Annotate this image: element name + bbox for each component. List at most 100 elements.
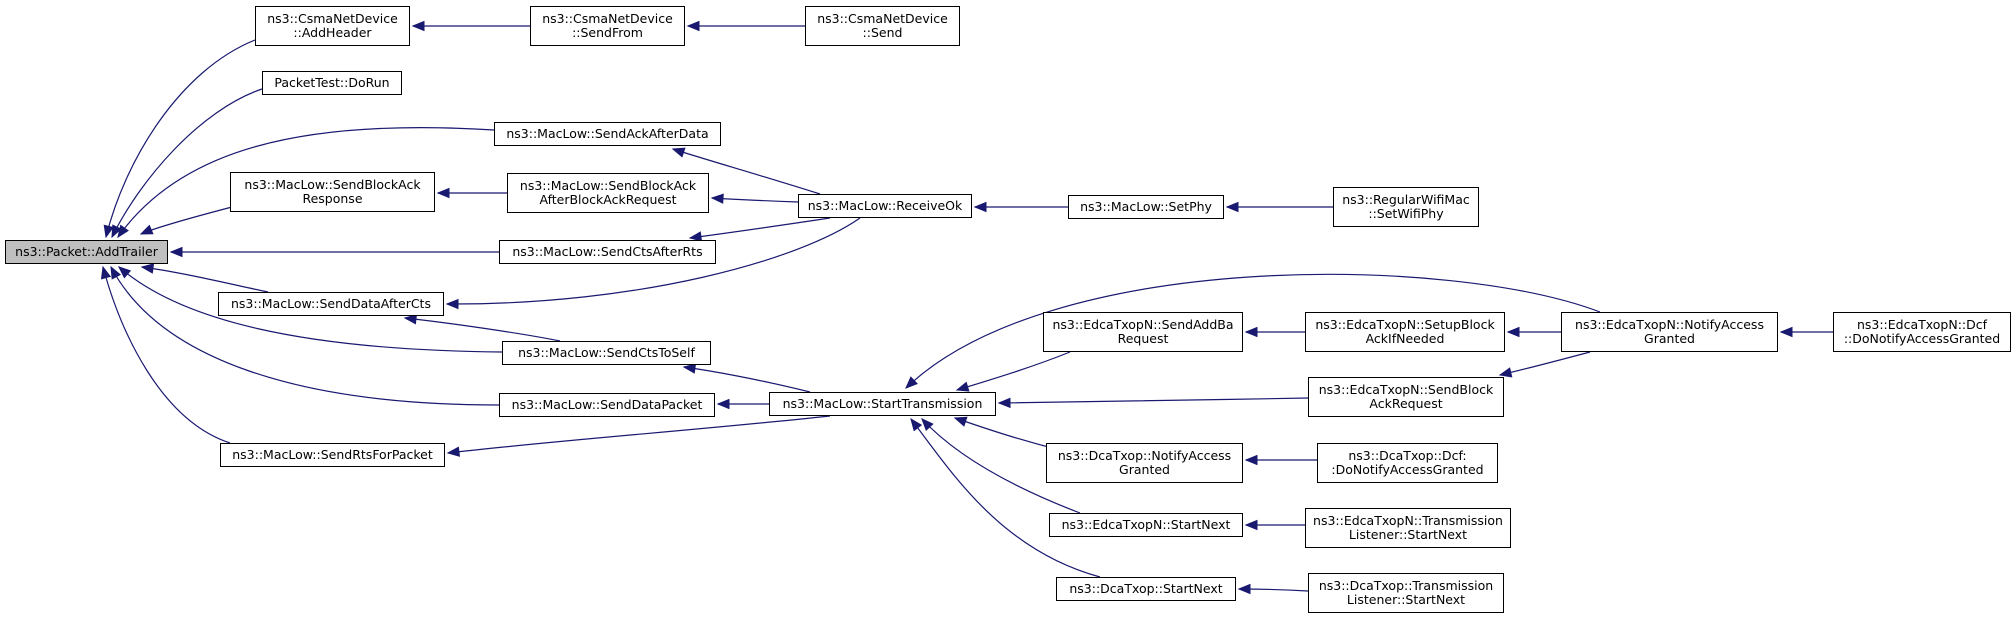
- node-sendctstoself[interactable]: ns3::MacLow::SendCtsToSelf: [502, 341, 711, 365]
- node-label-line: ns3::MacLow::SendBlockAck: [519, 178, 697, 193]
- edge-starttransmission-to-sendrtsforpacket: [446, 415, 831, 457]
- edge-arrowhead: [671, 147, 686, 158]
- node-label-line: ns3::MacLow::ReceiveOk: [807, 198, 963, 213]
- edge-arrowhead: [103, 224, 114, 239]
- node-csma-addheader[interactable]: ns3::CsmaNetDevice::AddHeader: [255, 6, 410, 46]
- edge-arrowhead: [411, 20, 425, 32]
- node-dca-dcf-donotifyaccessgranted[interactable]: ns3::DcaTxop::Dcf::DoNotifyAccessGranted: [1317, 443, 1498, 483]
- edge-edca-notifyaccessgranted-to-edca-sendblockackrequest: [1498, 351, 1591, 378]
- node-edca-dcf-donotifyaccessgranted[interactable]: ns3::EdcaTxopN::Dcf::DoNotifyAccessGrant…: [1833, 312, 2011, 352]
- node-label-line: Granted: [1119, 462, 1170, 477]
- node-csma-sendfrom[interactable]: ns3::CsmaNetDevice::SendFrom: [530, 6, 685, 46]
- edge-line: [1499, 351, 1591, 376]
- node-label-line: ns3::CsmaNetDevice: [817, 11, 948, 26]
- edge-arrowhead: [910, 417, 923, 432]
- edge-receiveok-to-sendctsafterrts: [688, 217, 831, 242]
- edge-arrowhead: [1244, 454, 1258, 466]
- edge-arrowhead: [905, 376, 918, 389]
- edge-line: [910, 418, 1101, 578]
- node-setphy[interactable]: ns3::MacLow::SetPhy: [1068, 195, 1224, 219]
- edge-arrowhead: [1237, 583, 1251, 595]
- edge-senddataaftercts-to-addtrailer: [140, 263, 269, 293]
- node-label-line: ns3::EdcaTxopN::SendBlock: [1318, 382, 1494, 397]
- node-label-line: ns3::RegularWifiMac: [1342, 192, 1470, 207]
- node-sendctsafterrts[interactable]: ns3::MacLow::SendCtsAfterRts: [499, 240, 716, 264]
- edge-setphy-to-receiveok: [973, 201, 1069, 213]
- node-edca-startnext[interactable]: ns3::EdcaTxopN::StartNext: [1049, 513, 1243, 537]
- edge-csma-send-to-csma-sendfrom: [686, 20, 805, 32]
- edge-arrowhead: [682, 363, 697, 374]
- edge-arrowhead: [688, 231, 703, 242]
- edge-arrowhead: [403, 314, 418, 325]
- node-sendrtsforpacket[interactable]: ns3::MacLow::SendRtsForPacket: [220, 443, 445, 467]
- node-csma-send[interactable]: ns3::CsmaNetDevice::Send: [805, 6, 960, 46]
- edge-line: [954, 417, 1061, 451]
- edge-line: [140, 206, 233, 235]
- edge-line: [404, 317, 561, 342]
- node-dca-startnext[interactable]: ns3::DcaTxop::StartNext: [1056, 577, 1236, 601]
- edge-line: [905, 273, 1601, 389]
- node-sendackafterdata[interactable]: ns3::MacLow::SendAckAfterData: [494, 122, 721, 146]
- node-label-line: ns3::MacLow::SendRtsForPacket: [232, 447, 433, 462]
- edge-edca-sendblockackrequest-to-starttransmission: [997, 397, 1309, 409]
- edge-dca-startnext-to-starttransmission: [910, 417, 1101, 578]
- edge-arrowhead: [1244, 326, 1258, 338]
- edge-arrowhead: [110, 265, 122, 280]
- node-label-line: ::AddHeader: [293, 25, 372, 40]
- edge-dca-dcf-donotifyaccessgranted-to-dca-notifyaccessgranted: [1244, 454, 1318, 466]
- node-label-line: ns3::MacLow::StartTransmission: [782, 396, 983, 411]
- edge-line: [998, 397, 1309, 404]
- node-label-line: PacketTest::DoRun: [274, 75, 390, 90]
- node-label-line: ns3::EdcaTxopN::Dcf: [1856, 317, 1988, 332]
- edge-line: [110, 266, 500, 406]
- edge-line: [102, 266, 231, 444]
- edge-line: [683, 366, 811, 393]
- node-label-line: ::SetWifiPhy: [1368, 206, 1444, 221]
- edge-edca-notifyaccessgranted-to-starttransmission: [905, 273, 1601, 389]
- edge-arrowhead: [710, 193, 724, 204]
- node-label-line: AfterBlockAckRequest: [539, 192, 677, 207]
- edge-arrowhead: [921, 418, 934, 431]
- node-label-line: ns3::MacLow::SendCtsAfterRts: [512, 244, 703, 259]
- edge-packettest-dorun-to-addtrailer: [111, 88, 263, 239]
- node-receiveok[interactable]: ns3::MacLow::ReceiveOk: [798, 194, 972, 218]
- node-senddatapacket[interactable]: ns3::MacLow::SendDataPacket: [499, 393, 715, 417]
- node-label-line: ns3::MacLow::SendAckAfterData: [506, 126, 709, 141]
- node-starttransmission[interactable]: ns3::MacLow::StartTransmission: [769, 392, 996, 416]
- node-label-line: ns3::EdcaTxopN::StartNext: [1061, 517, 1231, 532]
- edge-sendctstoself-to-senddataaftercts: [403, 314, 561, 342]
- edge-line: [117, 126, 495, 238]
- node-packettest-dorun[interactable]: PacketTest::DoRun: [262, 71, 402, 95]
- edge-dca-transmissionlistener-startnext-to-dca-startnext: [1237, 583, 1309, 595]
- edge-arrowhead: [686, 20, 700, 32]
- edge-sendctstoself-to-addtrailer: [118, 266, 503, 353]
- node-label-line: ::SendFrom: [572, 25, 643, 40]
- edge-arrowhead: [140, 263, 155, 274]
- edge-csma-sendfrom-to-csma-addheader: [411, 20, 530, 32]
- edge-sendblockackafterblockackrequest-to-sendblockackresponse: [436, 187, 507, 199]
- edge-edca-setupblockackifneeded-to-edca-sendaddbarequest: [1244, 326, 1305, 338]
- edge-arrowhead: [997, 397, 1011, 409]
- edge-arrowhead: [111, 224, 122, 239]
- edge-arrowhead: [973, 201, 987, 213]
- node-label-line: ns3::DcaTxop::Transmission: [1318, 578, 1494, 593]
- node-label-line: :DoNotifyAccessGranted: [1331, 462, 1484, 477]
- node-label-line: AckRequest: [1369, 396, 1443, 411]
- node-regularwifimac-setwifiphy[interactable]: ns3::RegularWifiMac::SetWifiPhy: [1333, 187, 1479, 227]
- edge-line: [446, 217, 861, 305]
- edge-receiveok-to-sendackafterdata: [671, 147, 821, 195]
- edge-arrowhead: [1244, 519, 1258, 531]
- node-label-line: ns3::Packet::AddTrailer: [15, 244, 158, 259]
- node-senddataaftercts[interactable]: ns3::MacLow::SendDataAfterCts: [218, 292, 444, 316]
